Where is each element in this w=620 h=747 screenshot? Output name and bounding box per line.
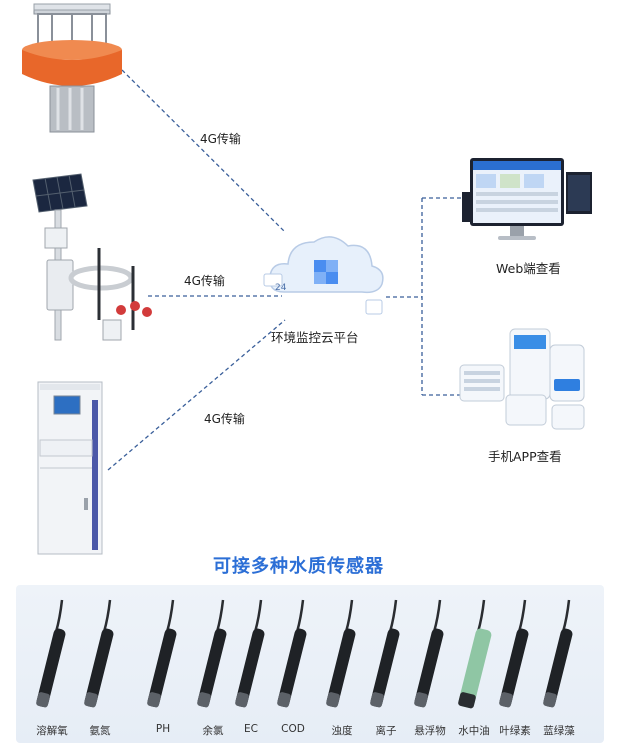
link-buoy: [121, 69, 286, 233]
sensor-probe-7: [370, 599, 400, 708]
sensor-label: 离子: [375, 725, 397, 737]
sensor-label: 叶绿素: [499, 725, 531, 737]
monitoring-station-icon: [32, 173, 152, 341]
sensor-label: 蓝绿藻: [543, 725, 575, 737]
sensor-probe-4: [235, 599, 265, 708]
link-label-weather-station: 4G传输: [184, 274, 225, 288]
sensor-probe-0: [36, 599, 66, 708]
sensor-probe-2: [147, 599, 177, 708]
buoy-icon: [22, 3, 122, 133]
sensor-probe-6: [326, 599, 356, 708]
link-to-outputs: [386, 197, 462, 396]
sensor-label: 溶解氧: [36, 725, 68, 737]
link-label-buoy: 4G传输: [200, 132, 241, 146]
sensor-probe-8: [414, 599, 444, 708]
cloud-badge: 24: [275, 283, 287, 293]
sensor-label: 氨氮: [89, 725, 111, 737]
sensor-label: 浊度: [331, 725, 353, 737]
link-label-cabinet: 4G传输: [204, 412, 245, 426]
sensor-probe-10: [499, 599, 529, 708]
sensor-label: 余氯: [202, 725, 224, 737]
sensor-probe-5: [277, 599, 307, 708]
sensor-panel: [16, 585, 604, 743]
sensors-title: 可接多种水质传感器: [213, 556, 384, 577]
mobile-app-icon: [459, 328, 585, 430]
cloud-platform-icon: [263, 236, 384, 315]
sensor-label: PH: [155, 723, 171, 735]
cloud-platform-label: 环境监控云平台: [271, 330, 359, 345]
monitoring-cabinet-icon: [37, 381, 103, 555]
sensor-probe-1: [84, 599, 114, 708]
sensor-label: COD: [281, 723, 305, 735]
sensor-probe-9: [458, 599, 492, 709]
app-view-label: 手机APP查看: [488, 449, 562, 464]
web-dashboard-icon: [462, 158, 592, 240]
sensor-label: 悬浮物: [414, 725, 446, 737]
sensor-probe-11: [543, 599, 573, 708]
link-cabinet: [107, 319, 286, 471]
sensor-label: 水中油: [458, 725, 490, 737]
web-view-label: Web端查看: [496, 261, 561, 276]
sensor-probe-3: [197, 599, 227, 708]
sensor-label: EC: [244, 723, 258, 735]
